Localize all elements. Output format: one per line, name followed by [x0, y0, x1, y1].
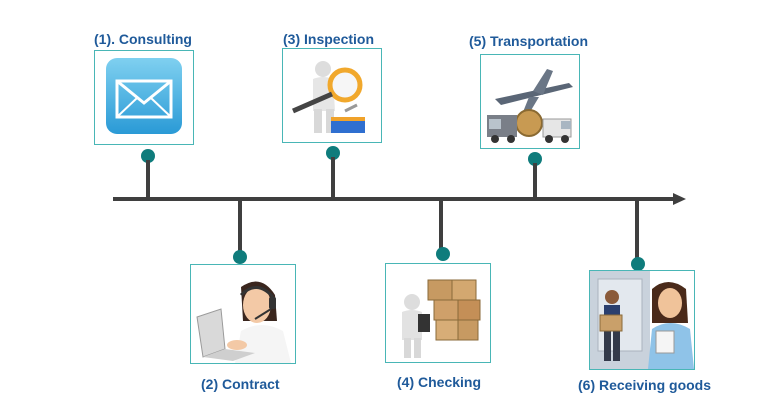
step-2-stem	[238, 199, 242, 251]
step-1-label: (1). Consulting	[94, 31, 192, 47]
step-4-label: (4) Checking	[397, 374, 482, 390]
step-3-dot	[326, 146, 340, 160]
magnifier-inspection-icon	[292, 61, 365, 133]
step-6-label: (6) Receiving goods	[578, 377, 712, 393]
step-3-image	[282, 48, 382, 143]
step-2-label: (2) Contract	[201, 376, 280, 392]
step-5-stem	[533, 163, 537, 198]
boxes-checking-icon	[402, 279, 481, 358]
step-1-image	[94, 50, 194, 145]
step-5-dot	[528, 152, 542, 166]
step-4-stem	[439, 199, 443, 251]
step-2-dot	[233, 250, 247, 264]
step-6-dot	[631, 257, 645, 271]
airplane-trucks-photo	[487, 69, 573, 143]
step-2-image	[190, 264, 296, 364]
step-1-stem	[146, 160, 150, 198]
step-6-stem	[635, 199, 639, 259]
step-1-dot	[141, 149, 155, 163]
step-5-image	[480, 54, 580, 149]
step-3-label: (3) Inspection	[283, 31, 375, 47]
step-5-label: (5) Transportation	[469, 33, 589, 49]
step-3-stem	[331, 157, 335, 199]
timeline-arrowhead	[673, 193, 686, 205]
step-4-dot	[436, 247, 450, 261]
step-6-image	[589, 270, 695, 370]
delivery-receiving-photo	[590, 271, 694, 369]
step-4-image	[385, 263, 491, 363]
headset-operator-photo	[196, 281, 291, 363]
envelope-icon	[106, 58, 182, 134]
timeline-axis	[113, 197, 675, 201]
